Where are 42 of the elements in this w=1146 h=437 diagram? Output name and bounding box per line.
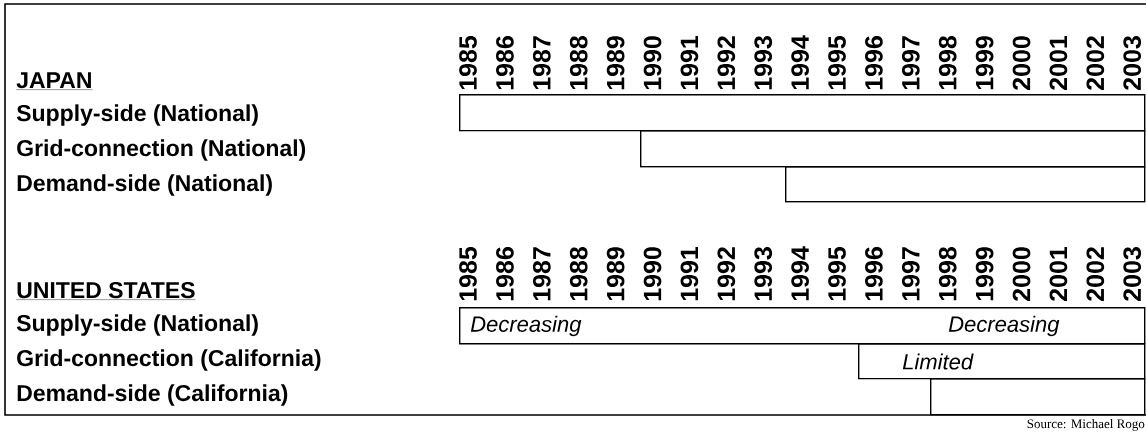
year-label: 1996 [865, 247, 883, 301]
year-label: 1995 [828, 246, 846, 301]
section-heading: JAPAN [16, 72, 93, 90]
year-label: 1997 [901, 247, 920, 301]
year-label: 2002 [1086, 36, 1105, 90]
timeline-bar [459, 94, 1146, 132]
timeline-bar [930, 378, 1146, 416]
year-label: 1991 [680, 35, 699, 90]
year-label: 1993 [754, 36, 773, 90]
year-label: 2000 [1012, 247, 1031, 301]
year-label: 2002 [1086, 247, 1105, 301]
year-label: 1990 [643, 36, 662, 90]
year-label: 1992 [717, 247, 736, 301]
year-label: 1998 [938, 247, 957, 301]
year-label: 1998 [938, 36, 957, 90]
year-label: 1988 [569, 36, 588, 90]
row-label: Supply-side (National) [16, 104, 258, 126]
year-label: 1994 [791, 246, 809, 301]
timeline-bar [640, 130, 1146, 168]
year-label: 2001 [1049, 35, 1068, 90]
year-label: 1997 [901, 36, 920, 90]
row-label: Grid-connection (National) [17, 139, 306, 161]
timeline-bar: Decreasing Decreasing [459, 307, 1146, 345]
row-label: Demand-side (National) [17, 174, 272, 196]
year-label: 1995 [828, 35, 846, 90]
year-label: 2003 [1123, 247, 1142, 301]
year-label: 2000 [1012, 36, 1031, 90]
row-label: Supply-side (National) [16, 314, 258, 336]
year-label: 1996 [865, 36, 883, 90]
year-label: 2001 [1049, 246, 1068, 301]
timeline-bar: Limited [858, 343, 1146, 380]
year-label: 1993 [754, 247, 773, 301]
row-label: Demand-side (California) [17, 384, 288, 406]
year-label: 1989 [606, 36, 625, 90]
section-heading: UNITED STATES [16, 281, 196, 300]
year-label: 2003 [1123, 36, 1142, 90]
year-label: 1999 [975, 247, 994, 301]
timeline-bar [785, 166, 1146, 203]
year-label: 1992 [717, 36, 736, 90]
year-label: 1999 [975, 36, 994, 90]
year-label: 1994 [791, 35, 809, 90]
row-label: Grid-connection (California) [17, 349, 321, 371]
